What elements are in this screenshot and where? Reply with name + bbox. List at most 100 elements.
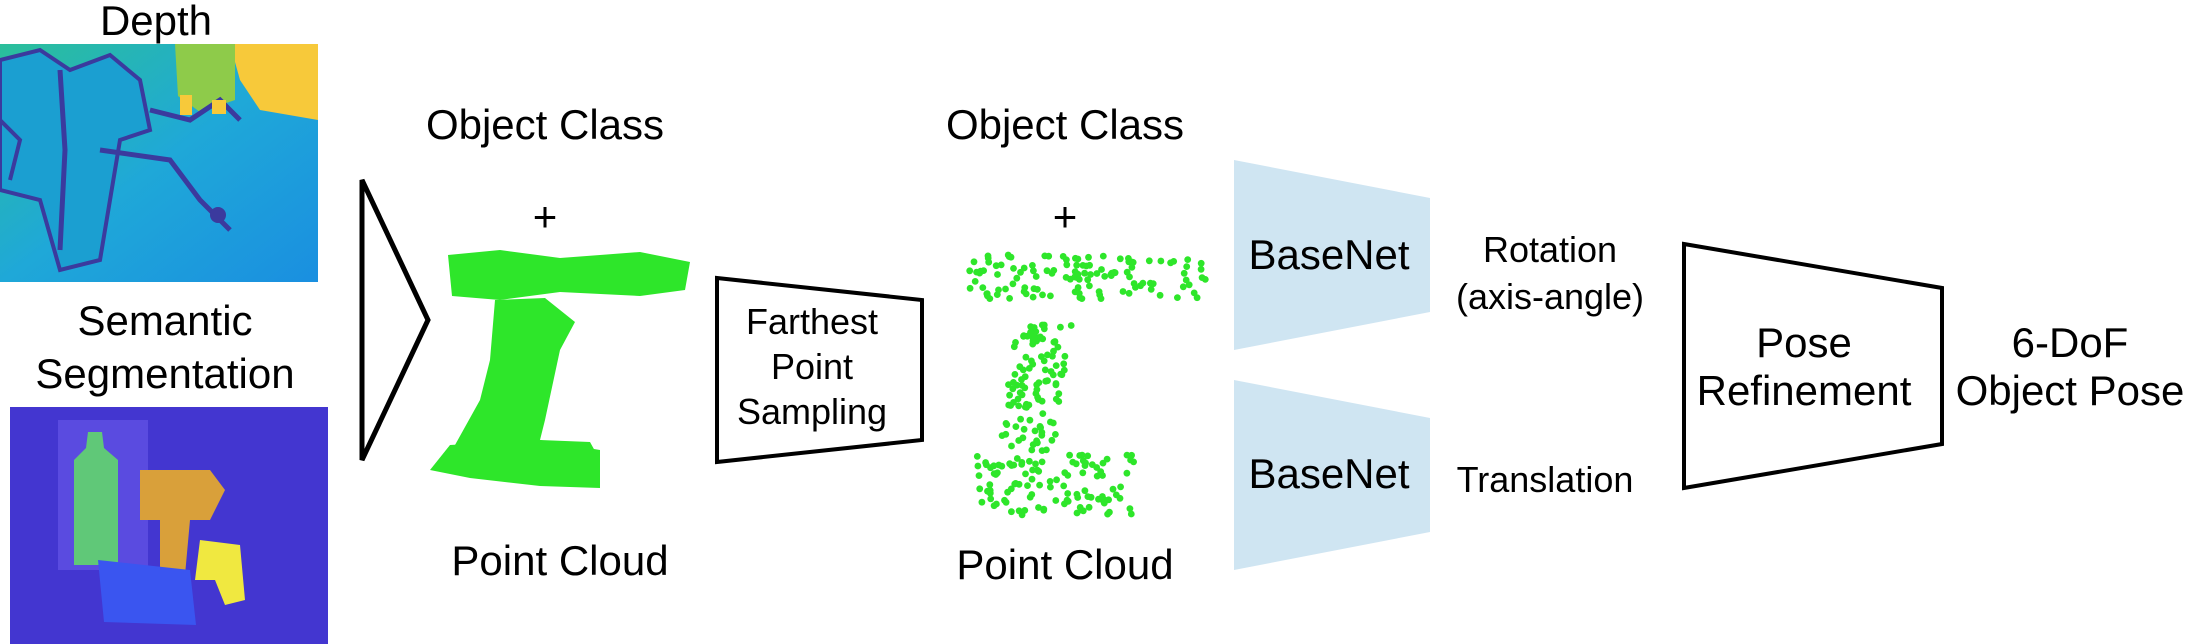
sampled-point xyxy=(1033,386,1041,393)
stage1-plus: + xyxy=(532,193,558,240)
sampled-point xyxy=(1044,377,1051,385)
stage2-point-cloud: Point Cloud xyxy=(956,541,1174,588)
sampled-point xyxy=(1004,251,1012,259)
sampled-point xyxy=(1002,285,1009,293)
sampled-point xyxy=(1008,442,1015,450)
sampled-point xyxy=(1029,293,1037,301)
sampled-point xyxy=(1030,285,1038,293)
sampled-point xyxy=(1040,506,1048,514)
sampled-point xyxy=(1110,269,1118,276)
sampled-point xyxy=(994,271,1001,278)
sampled-point xyxy=(1123,268,1131,276)
sampled-point xyxy=(1029,466,1036,474)
sampled-point xyxy=(1087,271,1094,278)
sampled-point xyxy=(1047,483,1054,491)
sampled-point xyxy=(1060,366,1068,374)
sampled-point xyxy=(1182,276,1190,284)
stage1-point-cloud: Point Cloud xyxy=(451,537,669,584)
sampled-point xyxy=(1072,460,1080,468)
sampled-point xyxy=(1126,505,1134,512)
sampled-point xyxy=(1190,289,1198,297)
sampled-point xyxy=(1048,270,1056,277)
sampled-point xyxy=(1057,323,1064,331)
sampled-point xyxy=(1180,269,1188,277)
sampled-point xyxy=(1074,494,1082,501)
sampled-point xyxy=(1052,362,1060,369)
sampled-point xyxy=(1116,494,1124,502)
sampled-point xyxy=(992,262,1000,270)
sampled-point xyxy=(1116,255,1124,263)
sampled-point xyxy=(1004,488,1011,496)
sampled-point xyxy=(1009,385,1017,393)
sampled-point xyxy=(970,258,978,266)
sampled-point xyxy=(1099,252,1107,260)
sampled-point xyxy=(993,291,1001,298)
sampled-point xyxy=(1167,259,1174,267)
sampled-point xyxy=(1156,291,1164,299)
sampled-point xyxy=(1002,430,1010,438)
sampled-point xyxy=(1095,495,1102,503)
sampled-point xyxy=(1021,373,1029,381)
basenet-translation-label: BaseNet xyxy=(1248,450,1410,497)
sampled-point xyxy=(1062,274,1070,281)
sampled-point xyxy=(1073,261,1081,269)
result-label-line1: 6-DoF xyxy=(2011,319,2129,366)
sampled-point xyxy=(975,472,983,479)
sampled-point xyxy=(1197,265,1205,273)
refinement-label-line2: Refinement xyxy=(1696,367,1912,414)
sampled-point xyxy=(1039,291,1046,299)
segmentation-image xyxy=(10,407,328,644)
sampled-point xyxy=(1024,482,1031,489)
sampled-point xyxy=(1093,472,1101,480)
sampled-point xyxy=(1035,379,1043,386)
sampled-point xyxy=(1036,481,1043,489)
sampled-point xyxy=(978,498,986,506)
sampled-point xyxy=(1079,469,1087,477)
sampled-point xyxy=(1030,267,1037,275)
sampled-point xyxy=(1183,263,1191,270)
input-merge-block xyxy=(359,178,431,462)
sampled-point xyxy=(1064,472,1072,479)
sampled-point xyxy=(1021,284,1029,291)
sampled-point xyxy=(1009,280,1017,288)
sampled-point xyxy=(966,267,974,275)
sampled-point xyxy=(985,258,993,266)
sampled-point xyxy=(1049,371,1057,379)
sampled-point xyxy=(1081,269,1088,277)
stage2-object-class: Object Class xyxy=(945,101,1185,148)
sampled-point xyxy=(1006,391,1013,399)
sampled-point xyxy=(1093,270,1101,277)
sampled-point xyxy=(1063,496,1071,504)
sampled-point xyxy=(1054,343,1062,351)
sampled-point xyxy=(1073,509,1081,517)
sampled-point xyxy=(973,453,981,460)
sampled-point xyxy=(1026,416,1034,424)
sampled-point xyxy=(1028,475,1036,483)
sampled-point xyxy=(1040,325,1048,333)
sampled-point xyxy=(1184,256,1192,263)
sampled-point xyxy=(1084,276,1092,284)
sampled-point xyxy=(983,290,991,298)
sampled-point xyxy=(998,462,1006,470)
sparse-point-cloud xyxy=(966,251,1209,519)
sampled-point xyxy=(1020,425,1028,433)
sampled-point xyxy=(1018,382,1026,389)
sampled-point xyxy=(1019,434,1027,442)
sampled-point xyxy=(1198,274,1206,281)
sampled-point xyxy=(1079,507,1087,515)
sampled-point xyxy=(1174,294,1181,301)
sampled-point xyxy=(1145,257,1153,265)
sampled-point xyxy=(1061,352,1069,360)
sampled-point xyxy=(1078,295,1086,302)
sampled-point xyxy=(1016,389,1024,396)
sampled-point xyxy=(1013,455,1021,462)
segmentation-label-line2: Segmentation xyxy=(35,350,295,397)
sampled-point xyxy=(987,495,995,503)
sampled-point xyxy=(1046,478,1054,485)
sampled-point xyxy=(1147,279,1154,287)
sampled-point xyxy=(979,284,987,291)
sampled-point xyxy=(1109,485,1117,493)
sampled-point xyxy=(1055,390,1063,398)
sampled-point xyxy=(1003,421,1011,428)
sampled-point xyxy=(1006,460,1014,468)
